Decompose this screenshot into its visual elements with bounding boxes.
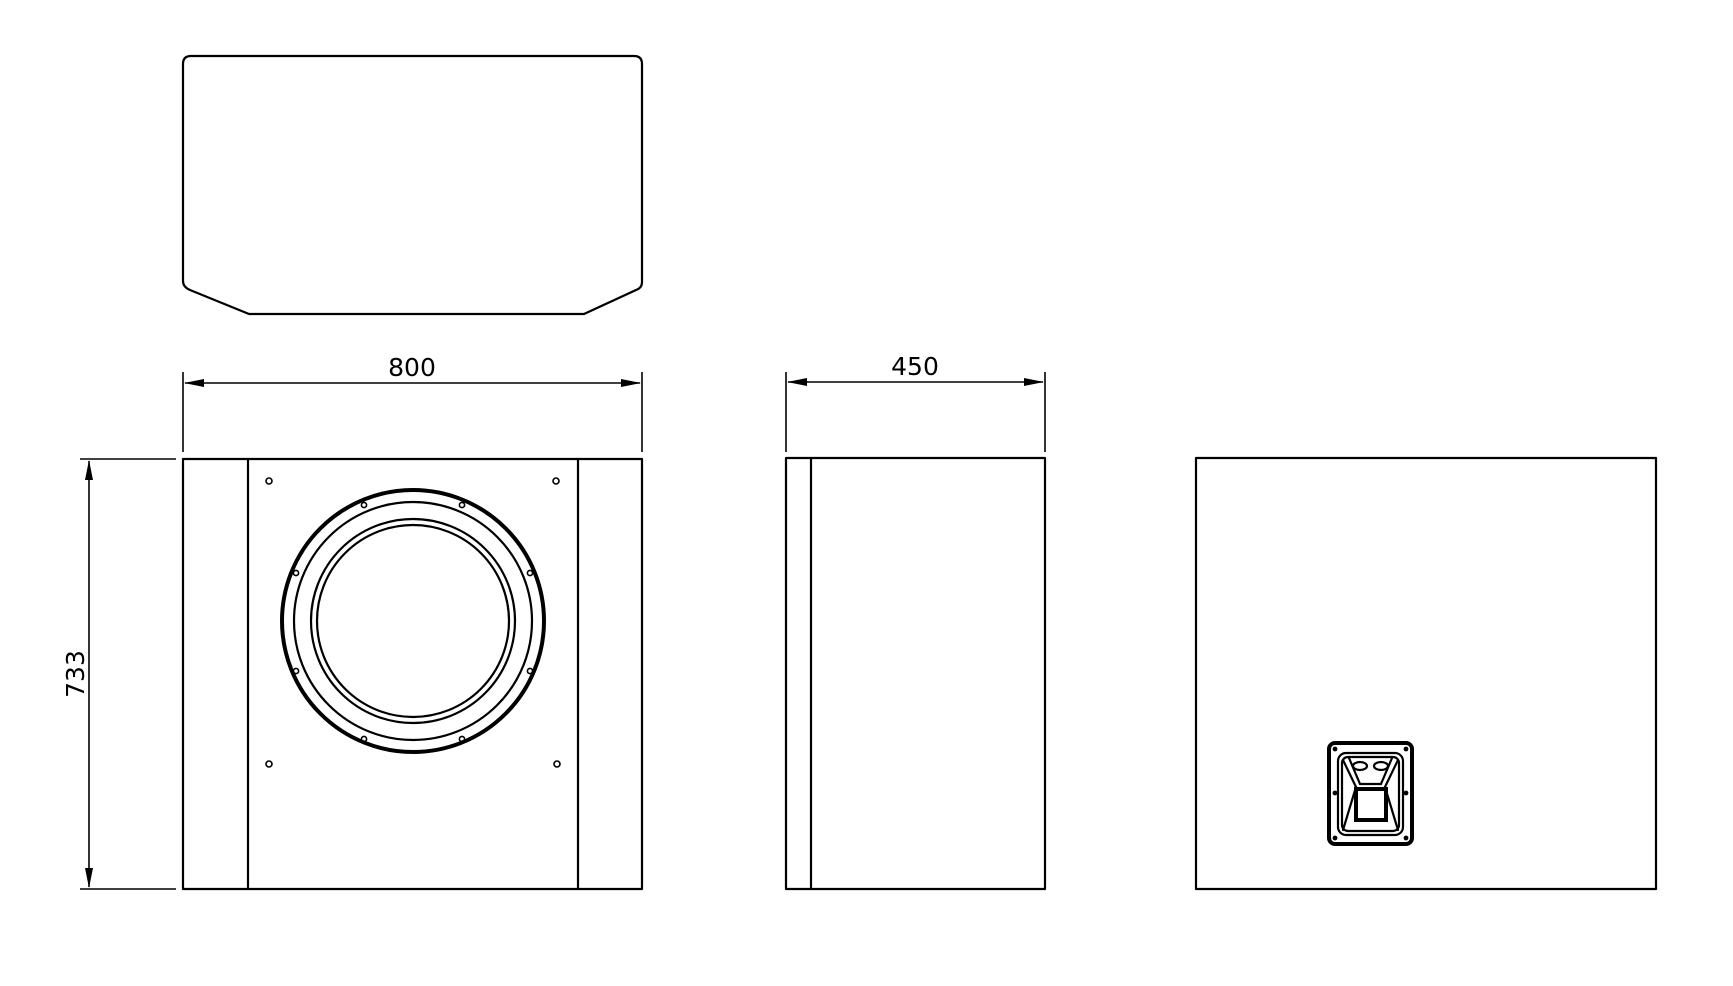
rear-view: [1194, 456, 1658, 891]
depth-dimension-label: 450: [891, 352, 939, 381]
screw-icon: [553, 760, 561, 768]
top-view: [181, 54, 644, 316]
front-view: [181, 457, 644, 891]
width-dimension-label: 800: [388, 353, 436, 382]
woofer-icon: [280, 488, 546, 754]
screw-icon: [552, 477, 560, 485]
screw-icon: [265, 477, 273, 485]
handle-icon: [1327, 741, 1414, 846]
width-dimension: 800: [182, 353, 643, 452]
height-dimension-label: 733: [61, 650, 90, 698]
height-dimension: 733: [61, 458, 176, 890]
side-view: [784, 456, 1047, 891]
screw-icon: [265, 760, 273, 768]
depth-dimension: 450: [785, 352, 1046, 452]
